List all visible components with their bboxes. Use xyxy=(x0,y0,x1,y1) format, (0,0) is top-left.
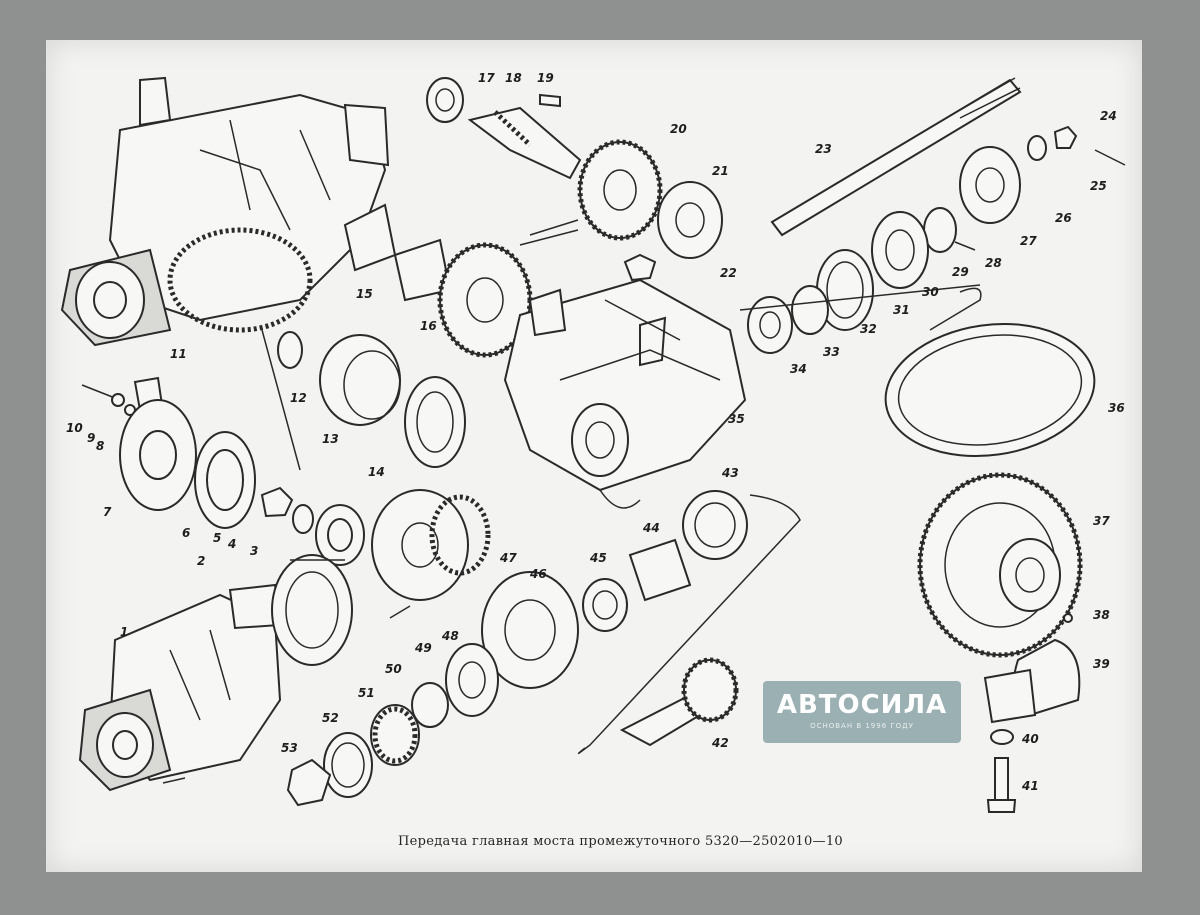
watermark-logo: АВТОСИЛА ОСНОВАН В 1996 ГОДУ xyxy=(763,681,961,743)
seal-rings-32-34 xyxy=(747,249,874,354)
part-label-46: 46 xyxy=(529,567,547,581)
part-label-25: 25 xyxy=(1090,179,1107,193)
part-label-42: 42 xyxy=(711,736,729,750)
part-label-13: 13 xyxy=(322,432,339,446)
assembled-final-drive-11 xyxy=(60,76,390,347)
part-label-47: 47 xyxy=(499,551,517,565)
part-label-18: 18 xyxy=(505,71,522,85)
part-label-33: 33 xyxy=(823,345,840,359)
catalog-sheet: 1 2 3 4 5 6 7 8 9 10 11 12 13 14 15 16 1… xyxy=(46,40,1142,872)
part-label-10: 10 xyxy=(66,421,83,435)
part-label-32: 32 xyxy=(860,322,877,336)
part-label-22: 22 xyxy=(720,266,737,280)
assembled-unit-1 xyxy=(78,583,282,792)
part-label-17: 17 xyxy=(478,71,495,85)
part-label-7: 7 xyxy=(103,505,112,519)
part-label-50: 50 xyxy=(385,662,402,676)
part-label-21: 21 xyxy=(712,164,729,178)
diagram-caption: Передача главная моста промежуточного 53… xyxy=(398,834,843,849)
part-label-20: 20 xyxy=(670,122,687,136)
part-number-labels: 1 2 3 4 5 6 7 8 9 10 11 12 13 14 15 16 1… xyxy=(66,71,1125,793)
flange-and-bolts xyxy=(81,376,256,529)
part-label-48: 48 xyxy=(441,629,459,643)
part-label-23: 23 xyxy=(815,142,832,156)
part-label-8: 8 xyxy=(96,439,104,453)
part-label-19: 19 xyxy=(537,71,554,85)
part-label-1: 1 xyxy=(120,625,128,639)
part-label-30: 30 xyxy=(922,285,939,299)
gasket-36 xyxy=(884,287,1096,458)
ring-gear-37 xyxy=(917,472,1083,658)
part-label-3: 3 xyxy=(250,544,258,558)
part-label-41: 41 xyxy=(1021,779,1039,793)
part-label-5: 5 xyxy=(213,531,221,545)
part-label-4: 4 xyxy=(227,537,236,551)
exploded-parts-diagram: 1 2 3 4 5 6 7 8 9 10 11 12 13 14 15 16 1… xyxy=(60,71,1126,813)
part-label-2: 2 xyxy=(197,554,205,568)
part-label-31: 31 xyxy=(893,303,910,317)
through-shaft-23 xyxy=(770,77,1022,237)
part-label-9: 9 xyxy=(87,431,95,445)
part-label-29: 29 xyxy=(952,265,969,279)
part-label-53: 53 xyxy=(281,741,298,755)
part-label-44: 44 xyxy=(642,521,660,535)
bearing-cage-and-shims xyxy=(277,203,466,468)
part-label-36: 36 xyxy=(1108,401,1125,415)
part-label-39: 39 xyxy=(1093,657,1110,671)
part-label-49: 49 xyxy=(414,641,432,655)
part-label-38: 38 xyxy=(1093,608,1110,622)
part-label-6: 6 xyxy=(182,526,190,540)
assembly-lines xyxy=(261,219,981,754)
differential-housing-35 xyxy=(503,278,747,492)
part-label-40: 40 xyxy=(1021,732,1039,746)
part-label-11: 11 xyxy=(170,347,187,361)
part-label-43: 43 xyxy=(721,466,739,480)
part-label-37: 37 xyxy=(1093,514,1110,528)
differential-lower-parts xyxy=(371,489,748,747)
part-label-35: 35 xyxy=(728,412,745,426)
nut-washers-bearing xyxy=(260,486,365,666)
part-label-26: 26 xyxy=(1055,211,1072,225)
part-label-16: 16 xyxy=(420,319,437,333)
watermark-tagline: ОСНОВАН В 1996 ГОДУ xyxy=(810,722,914,730)
pinion-and-gears-top xyxy=(426,77,723,282)
part-label-12: 12 xyxy=(290,391,307,405)
part-label-51: 51 xyxy=(358,686,375,700)
part-label-28: 28 xyxy=(985,256,1002,270)
part-label-24: 24 xyxy=(1100,109,1117,123)
part-label-15: 15 xyxy=(356,287,373,301)
part-label-45: 45 xyxy=(589,551,607,565)
part-label-14: 14 xyxy=(368,465,385,479)
flange-nut-small-parts xyxy=(871,125,1126,289)
watermark-name: АВТОСИЛА xyxy=(776,690,948,720)
washers-49-53 xyxy=(162,682,449,807)
part-label-27: 27 xyxy=(1020,234,1037,248)
drive-gear-16 xyxy=(393,238,533,358)
part-label-52: 52 xyxy=(322,711,339,725)
bearing-cap-and-bolt xyxy=(983,613,1081,813)
part-label-34: 34 xyxy=(790,362,807,376)
